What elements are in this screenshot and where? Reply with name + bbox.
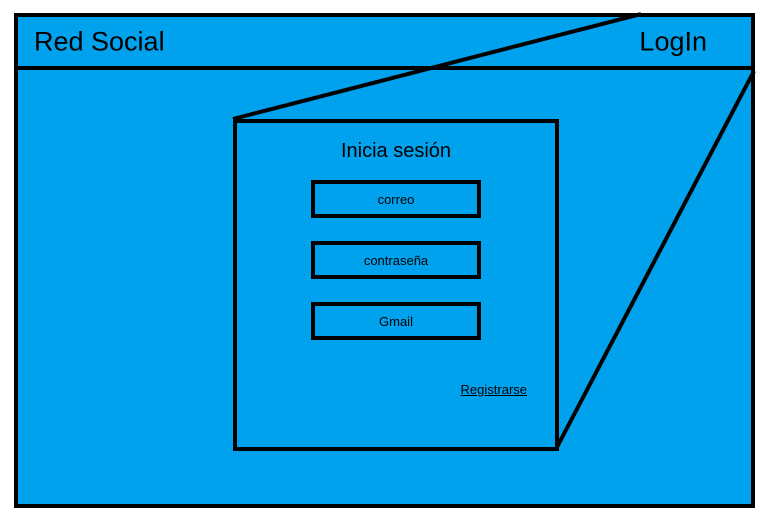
register-row: Registrarse — [461, 381, 527, 399]
brand-title: Red Social — [34, 26, 165, 56]
app-header: Red Social LogIn — [18, 17, 751, 70]
login-label[interactable]: LogIn — [639, 26, 707, 56]
login-modal: Inicia sesión correo contraseña Gmail Re… — [233, 119, 559, 451]
email-field[interactable]: correo — [311, 180, 481, 218]
field-list: correo contraseña Gmail — [237, 180, 555, 340]
modal-title: Inicia sesión — [340, 140, 452, 162]
password-field[interactable]: contraseña — [311, 241, 481, 279]
gmail-button[interactable]: Gmail — [311, 302, 481, 340]
register-link[interactable]: Registrarse — [460, 382, 527, 397]
